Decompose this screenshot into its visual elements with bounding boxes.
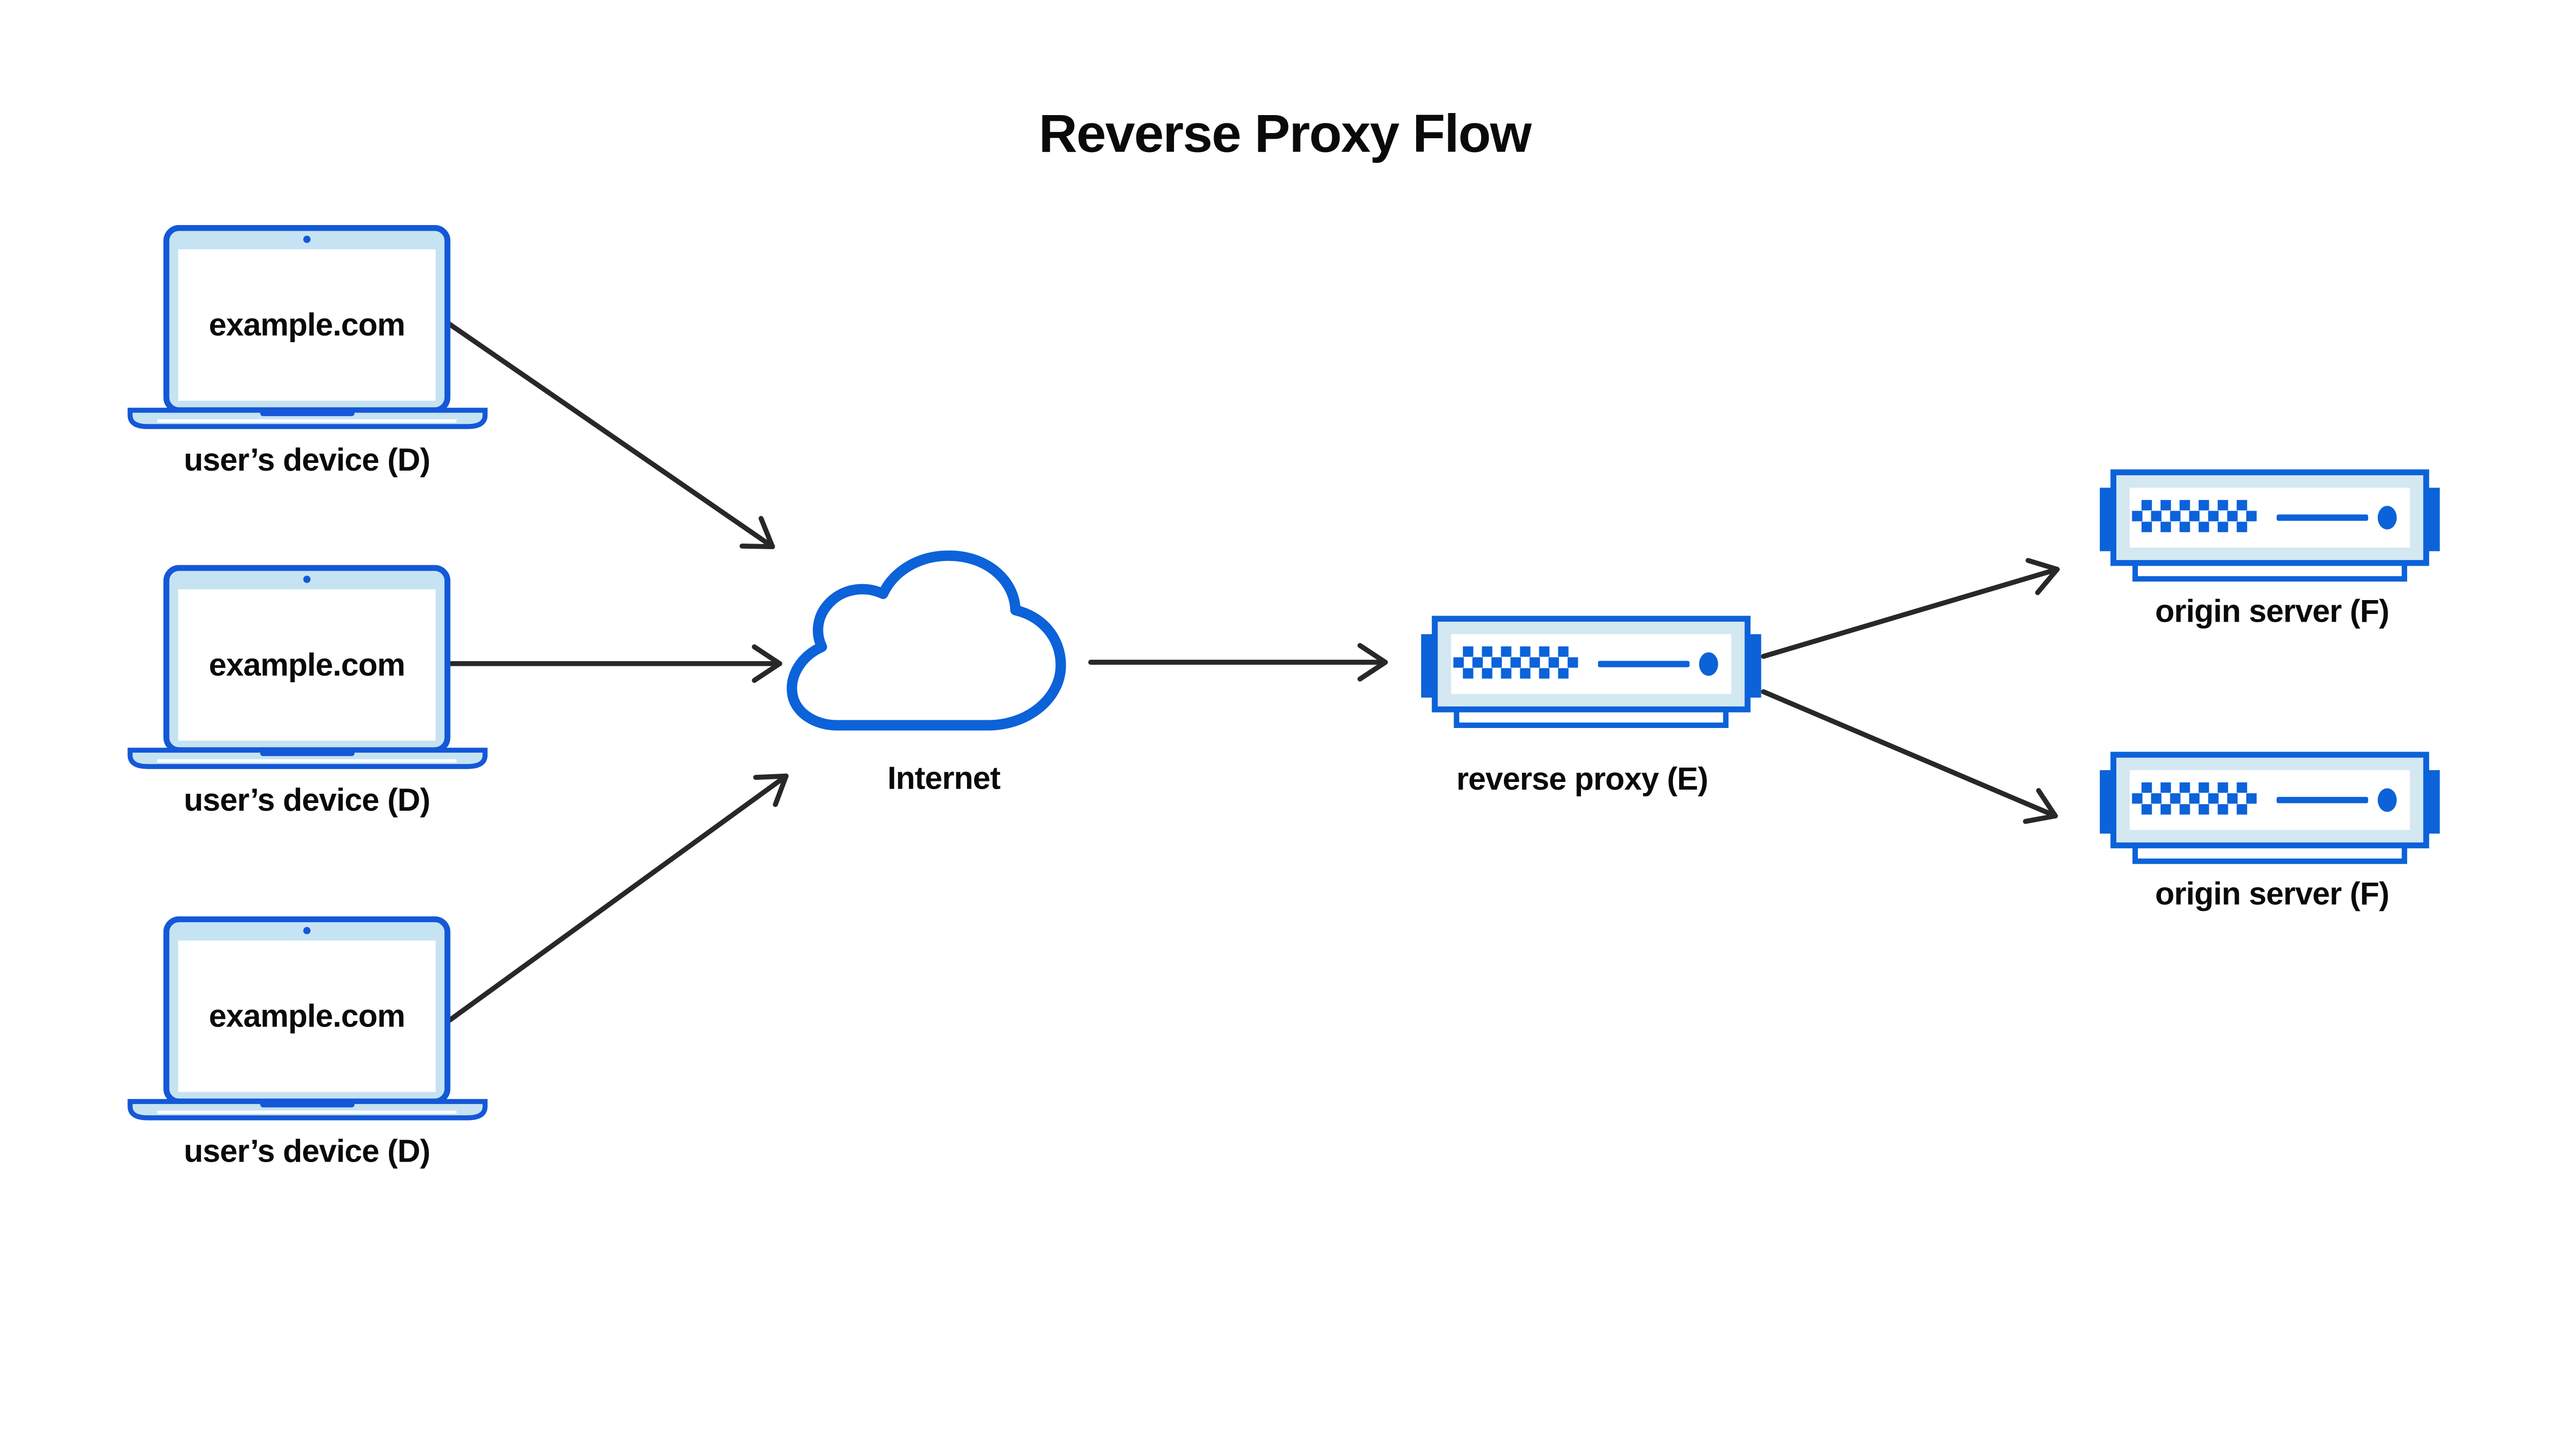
server-icon — [2100, 472, 2440, 578]
arrow-device3-to-internet — [446, 773, 789, 1023]
node-label: user’s device (D) — [184, 1134, 430, 1169]
node-label: origin server (F) — [2155, 594, 2389, 629]
flow-arrows — [446, 321, 2060, 1023]
arrow-proxy-to-origin1 — [1761, 558, 2060, 659]
server-icon — [2100, 755, 2440, 861]
cloud-icon — [787, 550, 1066, 731]
node-user-device-2: example.com user’s device (D) — [130, 568, 485, 818]
arrow-proxy-to-origin2 — [1761, 689, 2058, 824]
node-user-device-1: example.com user’s device (D) — [130, 228, 485, 478]
server-icon — [1421, 619, 1761, 725]
node-label: user’s device (D) — [184, 442, 430, 478]
diagram-title: Reverse Proxy Flow — [1039, 104, 1533, 163]
arrow-device1-to-internet — [446, 321, 775, 549]
node-label: Internet — [887, 760, 1000, 796]
device-screen-url: example.com — [209, 647, 405, 683]
device-screen-url: example.com — [209, 307, 405, 343]
node-label: reverse proxy (E) — [1456, 761, 1708, 797]
node-origin-server-1: origin server (F) — [2100, 472, 2440, 629]
node-user-device-3: example.com user’s device (D) — [130, 919, 485, 1169]
node-internet: Internet — [787, 550, 1066, 796]
reverse-proxy-flow-diagram: Reverse Proxy Flow example.com user’s de… — [0, 104, 2569, 1169]
node-origin-server-2: origin server (F) — [2100, 755, 2440, 911]
diagram-page: Reverse Proxy Flow example.com user’s de… — [0, 104, 2569, 1169]
node-reverse-proxy: reverse proxy (E) — [1421, 619, 1761, 797]
node-label: origin server (F) — [2155, 876, 2389, 911]
device-screen-url: example.com — [209, 999, 405, 1034]
node-label: user’s device (D) — [184, 782, 430, 818]
